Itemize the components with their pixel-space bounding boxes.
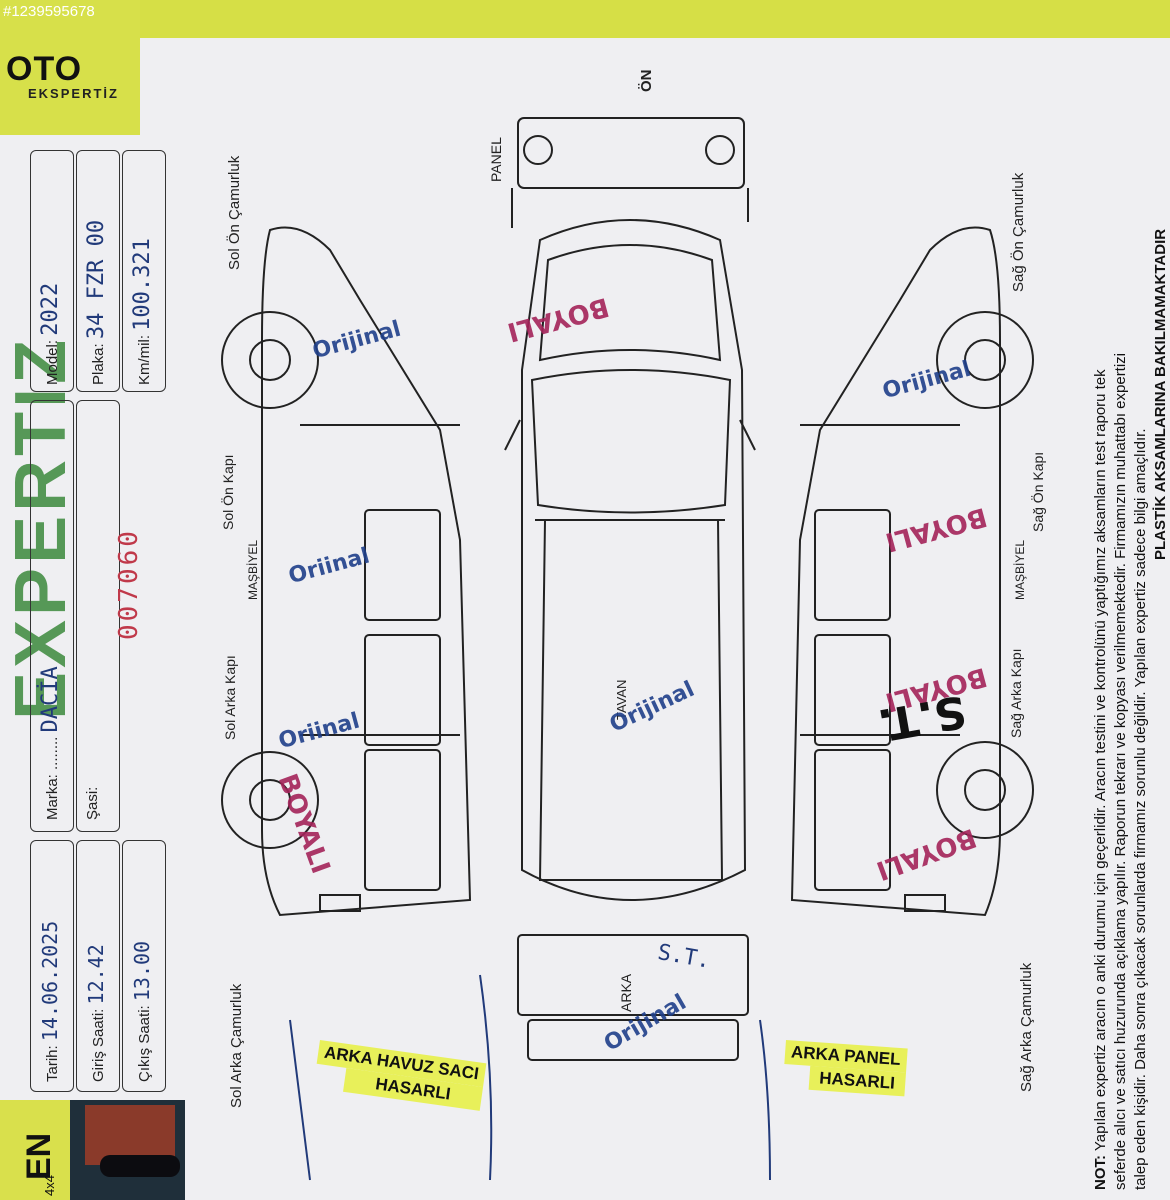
- tarih-box: [30, 840, 74, 1092]
- left-side-view: [221, 226, 472, 917]
- label-masbiyel-right: MAŞBİYEL: [1013, 539, 1027, 600]
- marka-box: [30, 400, 74, 832]
- label-sol-on-camurluk: Sol Ön Çamurluk: [226, 155, 243, 270]
- rear-panel-outline: [517, 934, 749, 1061]
- plaka-box: [76, 150, 120, 392]
- km-box: [122, 150, 166, 392]
- label-panel: PANEL: [488, 137, 504, 182]
- label-masbiyel-left: MAŞBİYEL: [246, 539, 260, 600]
- banner-yellow: [0, 1100, 70, 1200]
- label-sag-arka-kapi: Sağ Arka Kapı: [1008, 648, 1024, 738]
- legal-note-line4: PLASTİK AKSAMLARINA BAKILMAMAKTADIR: [1152, 228, 1169, 560]
- bottom-4x4: 4x4: [42, 1175, 57, 1196]
- label-arka: ARKA: [618, 973, 634, 1012]
- legal-note-line1: NOT: Yapılan expertiz aracın o anki duru…: [1092, 369, 1109, 1190]
- label-sag-arka-camurluk: Sağ Arka Çamurluk: [1018, 962, 1035, 1092]
- label-sag-on-kapi: Sağ Ön Kapı: [1030, 451, 1046, 532]
- top-stripe: [140, 0, 1170, 38]
- banner-car: [100, 1155, 180, 1177]
- paper-sheet: [0, 38, 1170, 1200]
- note-arka-panel: ARKA PANEL HASARLI: [783, 1040, 908, 1097]
- company-logo-sub: EKSPERTİZ: [28, 86, 119, 101]
- label-sag-on-camurluk: Sağ Ön Çamurluk: [1010, 172, 1027, 292]
- note-line1-text: Yapılan expertiz aracın o anki durumu iç…: [1092, 369, 1109, 1152]
- top-view-body: [504, 219, 756, 901]
- cikis-box: [122, 840, 166, 1092]
- bottom-banner-photo: EN 4x4: [0, 1100, 185, 1200]
- company-logo: OTO: [6, 50, 83, 88]
- header-band: OTO EKSPERTİZ: [0, 0, 140, 135]
- label-sol-arka-camurluk: Sol Arka Çamurluk: [228, 983, 245, 1108]
- bottom-logo: EN: [20, 1132, 58, 1180]
- model-box: [30, 150, 74, 392]
- right-side-view: [790, 226, 1034, 917]
- giris-box: [76, 840, 120, 1092]
- sasi-box: [76, 400, 120, 832]
- listing-id: #1239595678: [3, 3, 95, 20]
- label-sol-arka-kapi: Sol Arka Kapı: [222, 655, 238, 740]
- label-on: ÖN: [638, 69, 655, 93]
- label-sol-on-kapi: Sol Ön Kapı: [220, 454, 236, 531]
- front-panel-outline: [511, 117, 749, 228]
- note-label: NOT:: [1092, 1155, 1109, 1190]
- legal-note-line2: seferde alıcı ve satıcı huzurunda açıkla…: [1112, 352, 1129, 1190]
- legal-note-line3: talep eden kişidir. Daha sonra çıkacak s…: [1132, 428, 1149, 1190]
